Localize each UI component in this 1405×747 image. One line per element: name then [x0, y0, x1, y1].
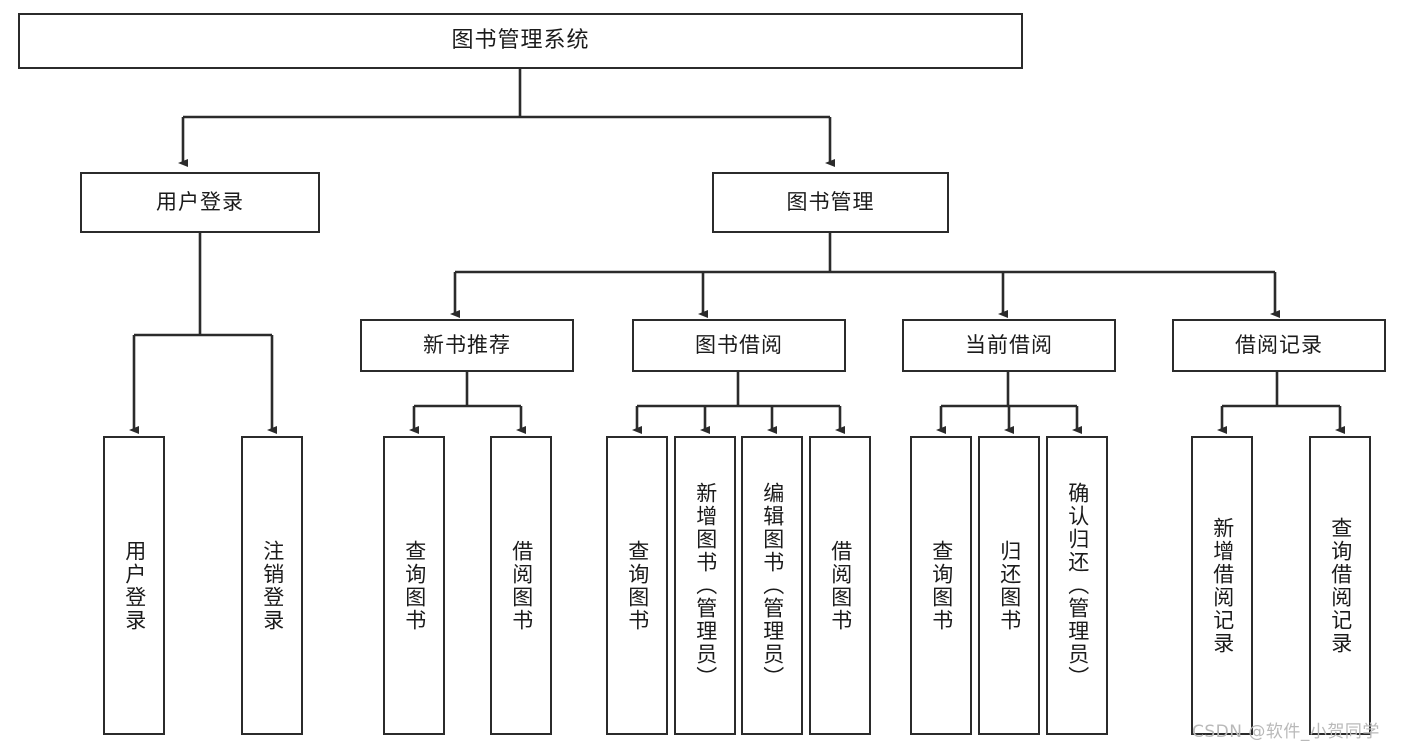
node-label: 当前借阅 [965, 332, 1053, 357]
leaf-current-borrow-confirm-return[interactable]: 确认归还（管理员） [1046, 436, 1108, 735]
leaf-label: 归还图书 [997, 539, 1022, 632]
leaf-label: 新增图书（管理员） [693, 482, 718, 689]
leaf-label: 用户登录 [122, 539, 147, 632]
leaf-current-borrow-query[interactable]: 查询图书 [910, 436, 972, 735]
node-label: 用户登录 [156, 189, 244, 214]
leaf-label: 查询图书 [929, 539, 954, 632]
node-label: 图书管理 [786, 189, 875, 214]
leaf-label: 借阅图书 [828, 539, 853, 632]
leaf-borrow-record-add[interactable]: 新增借阅记录 [1191, 436, 1253, 735]
leaf-user-login-logout[interactable]: 注销登录 [241, 436, 303, 735]
leaf-label: 查询借阅记录 [1328, 516, 1353, 655]
node-borrow-record[interactable]: 借阅记录 [1172, 319, 1386, 372]
node-book-management[interactable]: 图书管理 [712, 172, 949, 233]
node-label: 借阅记录 [1235, 332, 1323, 357]
node-user-login[interactable]: 用户登录 [80, 172, 320, 233]
leaf-new-book-query[interactable]: 查询图书 [383, 436, 445, 735]
leaf-label: 借阅图书 [509, 539, 534, 632]
leaf-book-borrow-add[interactable]: 新增图书（管理员） [674, 436, 736, 735]
leaf-current-borrow-return[interactable]: 归还图书 [978, 436, 1040, 735]
leaf-label: 确认归还（管理员） [1065, 482, 1090, 689]
leaf-new-book-borrow[interactable]: 借阅图书 [490, 436, 552, 735]
leaf-book-borrow-query[interactable]: 查询图书 [606, 436, 668, 735]
node-book-borrow[interactable]: 图书借阅 [632, 319, 846, 372]
csdn-watermark: CSDN @软件_小贺同学 [1192, 722, 1380, 742]
node-label: 图书管理系统 [451, 27, 590, 53]
node-current-borrow[interactable]: 当前借阅 [902, 319, 1116, 372]
node-label: 图书借阅 [695, 332, 783, 357]
node-new-book-recommend[interactable]: 新书推荐 [360, 319, 574, 372]
leaf-borrow-record-query[interactable]: 查询借阅记录 [1309, 436, 1371, 735]
leaf-label: 编辑图书（管理员） [760, 482, 785, 689]
leaf-book-borrow-borrow[interactable]: 借阅图书 [809, 436, 871, 735]
node-label: 新书推荐 [423, 332, 511, 357]
leaf-label: 新增借阅记录 [1210, 516, 1235, 655]
leaf-label: 查询图书 [625, 539, 650, 632]
leaf-label: 查询图书 [402, 539, 427, 632]
leaf-user-login-login[interactable]: 用户登录 [103, 436, 165, 735]
leaf-label: 注销登录 [260, 539, 285, 632]
leaf-book-borrow-edit[interactable]: 编辑图书（管理员） [741, 436, 803, 735]
node-root-system[interactable]: 图书管理系统 [18, 13, 1023, 69]
